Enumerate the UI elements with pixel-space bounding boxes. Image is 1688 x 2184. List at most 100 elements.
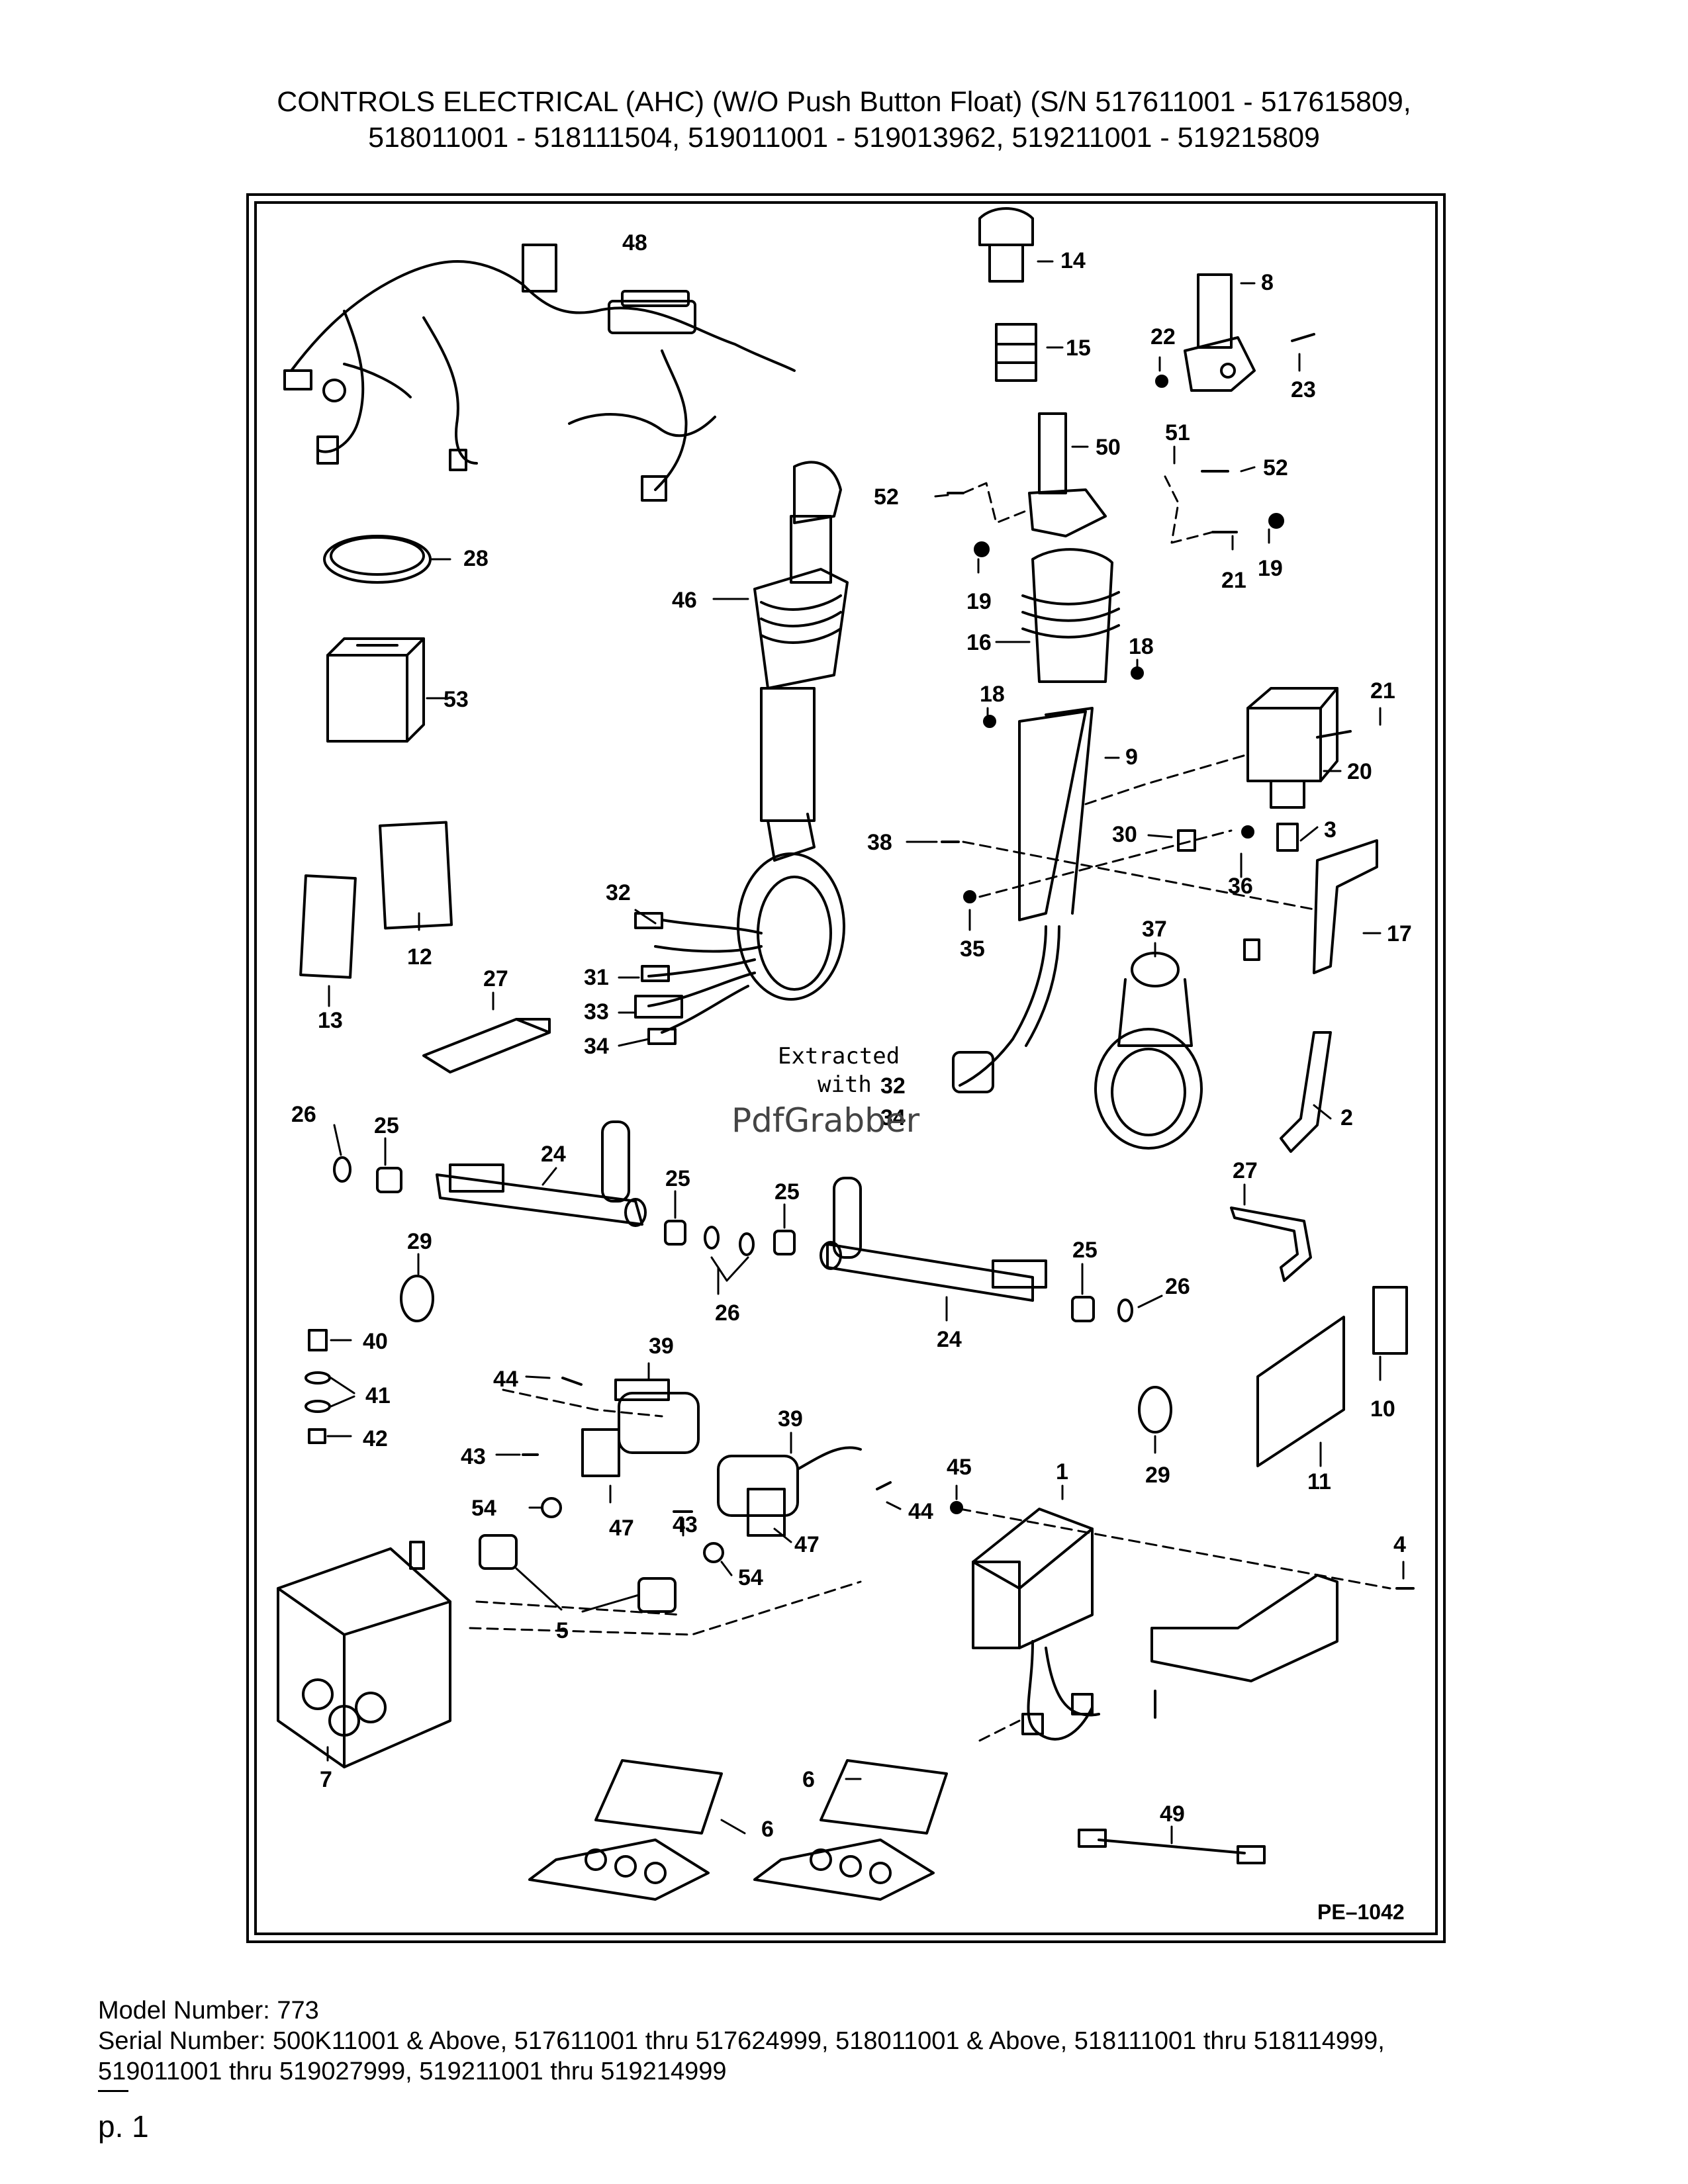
callout-16: 16 [966, 630, 992, 655]
callout-13: 13 [318, 1008, 343, 1033]
callout-37: 37 [1142, 917, 1167, 942]
callout-6: 6 [761, 1817, 774, 1842]
watermark: Extracted with PdfGrabber [731, 1043, 920, 1140]
valve-block-part [277, 1541, 451, 1768]
model-number: Model Number: 773 [98, 1997, 319, 2025]
assembly-lines [469, 475, 1391, 1742]
callout-2: 2 [1340, 1105, 1353, 1130]
decal-12-part [379, 821, 453, 930]
footer-rule [98, 2090, 128, 2092]
callout-34: 34 [584, 1034, 609, 1059]
callout-39: 39 [649, 1334, 674, 1359]
serial-number-line-1: Serial Number: 500K11001 & Above, 517611… [98, 2027, 1385, 2055]
callout-40: 40 [363, 1329, 388, 1354]
hex-key-part-2 [1230, 1206, 1312, 1282]
callout-25: 25 [665, 1166, 690, 1191]
callout-27: 27 [483, 966, 508, 991]
callout-21: 21 [1221, 568, 1246, 593]
callout-9: 9 [1125, 745, 1138, 770]
callout-19: 19 [966, 589, 992, 614]
callout-20: 20 [1347, 759, 1372, 784]
callout-8: 8 [1261, 270, 1274, 295]
callout-24: 24 [541, 1142, 566, 1167]
callout-14: 14 [1060, 248, 1086, 273]
diagram-inner-border [254, 201, 1438, 1935]
callout-25: 25 [374, 1113, 399, 1138]
grommet-part [400, 1275, 434, 1322]
callout-45: 45 [947, 1455, 972, 1480]
callout-32: 32 [606, 880, 631, 905]
page-title-line-1: CONTROLS ELECTRICAL (AHC) (W/O Push Butt… [277, 86, 1411, 118]
callout-6: 6 [802, 1767, 815, 1792]
callout-18: 18 [980, 682, 1005, 707]
callout-52: 52 [1263, 455, 1288, 480]
cable-coil-part [323, 535, 432, 584]
callout-27: 27 [1233, 1158, 1258, 1183]
bushings-part [376, 1167, 1095, 1322]
callout-25: 25 [1072, 1238, 1098, 1263]
ring-part [333, 1156, 352, 1183]
module-bracket-part [1150, 1574, 1338, 1682]
control-box-part [326, 637, 425, 743]
callout-19: 19 [1258, 556, 1283, 581]
page-number: p. 1 [98, 2109, 149, 2144]
callout-29: 29 [407, 1229, 432, 1254]
cable-49-part [1078, 1829, 1266, 1864]
callout-5: 5 [556, 1618, 569, 1643]
callout-53: 53 [444, 687, 469, 712]
wiring-harness-part [283, 244, 796, 502]
callout-4: 4 [1393, 1532, 1406, 1557]
callout-26: 26 [715, 1300, 740, 1326]
bracket-6-part [528, 1759, 948, 1901]
callout-18: 18 [1129, 634, 1154, 659]
callout-35: 35 [960, 936, 985, 962]
drawing-code: PE–1042 [1317, 1900, 1405, 1924]
callout-29: 29 [1145, 1463, 1170, 1488]
serial-number-line-2: 519011001 thru 519027999, 519211001 thru… [98, 2058, 727, 2085]
watermark-line-3: PdfGrabber [731, 1101, 920, 1140]
watermark-line-2: with [818, 1071, 872, 1098]
callout-32: 32 [880, 1073, 906, 1099]
handle-assembly-part [952, 207, 1120, 1093]
solenoid-valve-part [581, 1379, 862, 1537]
callout-26: 26 [291, 1102, 316, 1127]
callout-28: 28 [463, 546, 489, 571]
bracket-2-part [1280, 1031, 1332, 1153]
callout-1: 1 [1056, 1459, 1068, 1484]
callout-41: 41 [365, 1383, 391, 1408]
diagram-frame [246, 193, 1446, 1943]
watermark-line-1: Extracted [778, 1043, 900, 1069]
callout-33: 33 [584, 999, 609, 1024]
page-title-line-2: 518011001 - 518111504, 519011001 - 51901… [368, 122, 1320, 154]
callout-51: 51 [1165, 420, 1190, 445]
callout-52: 52 [874, 484, 899, 510]
callout-11: 11 [1307, 1469, 1331, 1494]
callout-24: 24 [937, 1327, 962, 1352]
boot-part [1094, 952, 1203, 1150]
exploded-parts-diagram: 4814815222350515252191921284616181853219… [277, 207, 1415, 1924]
callout-34: 34 [880, 1105, 906, 1130]
callout-48: 48 [622, 230, 647, 255]
callout-23: 23 [1291, 377, 1316, 402]
screw-40-part [308, 1329, 328, 1351]
callout-25: 25 [774, 1179, 800, 1205]
callout-12: 12 [407, 944, 432, 970]
callout-54: 54 [471, 1496, 496, 1521]
callout-49: 49 [1160, 1801, 1185, 1827]
callout-3: 3 [1324, 817, 1336, 842]
decal-11-part [1256, 1316, 1345, 1467]
callout-46: 46 [672, 588, 697, 613]
shaft-24-part [436, 1120, 1047, 1302]
callout-26: 26 [1165, 1274, 1190, 1299]
callout-10: 10 [1370, 1396, 1395, 1422]
callout-44: 44 [493, 1367, 518, 1392]
callout-15: 15 [1066, 336, 1091, 361]
callout-38: 38 [867, 830, 892, 855]
bracket-17-part [1313, 839, 1378, 974]
callout-54: 54 [738, 1565, 763, 1590]
callout-36: 36 [1228, 874, 1253, 899]
callout-42: 42 [363, 1426, 388, 1451]
joystick-handle-part [634, 461, 849, 1045]
callout-39: 39 [778, 1406, 803, 1432]
